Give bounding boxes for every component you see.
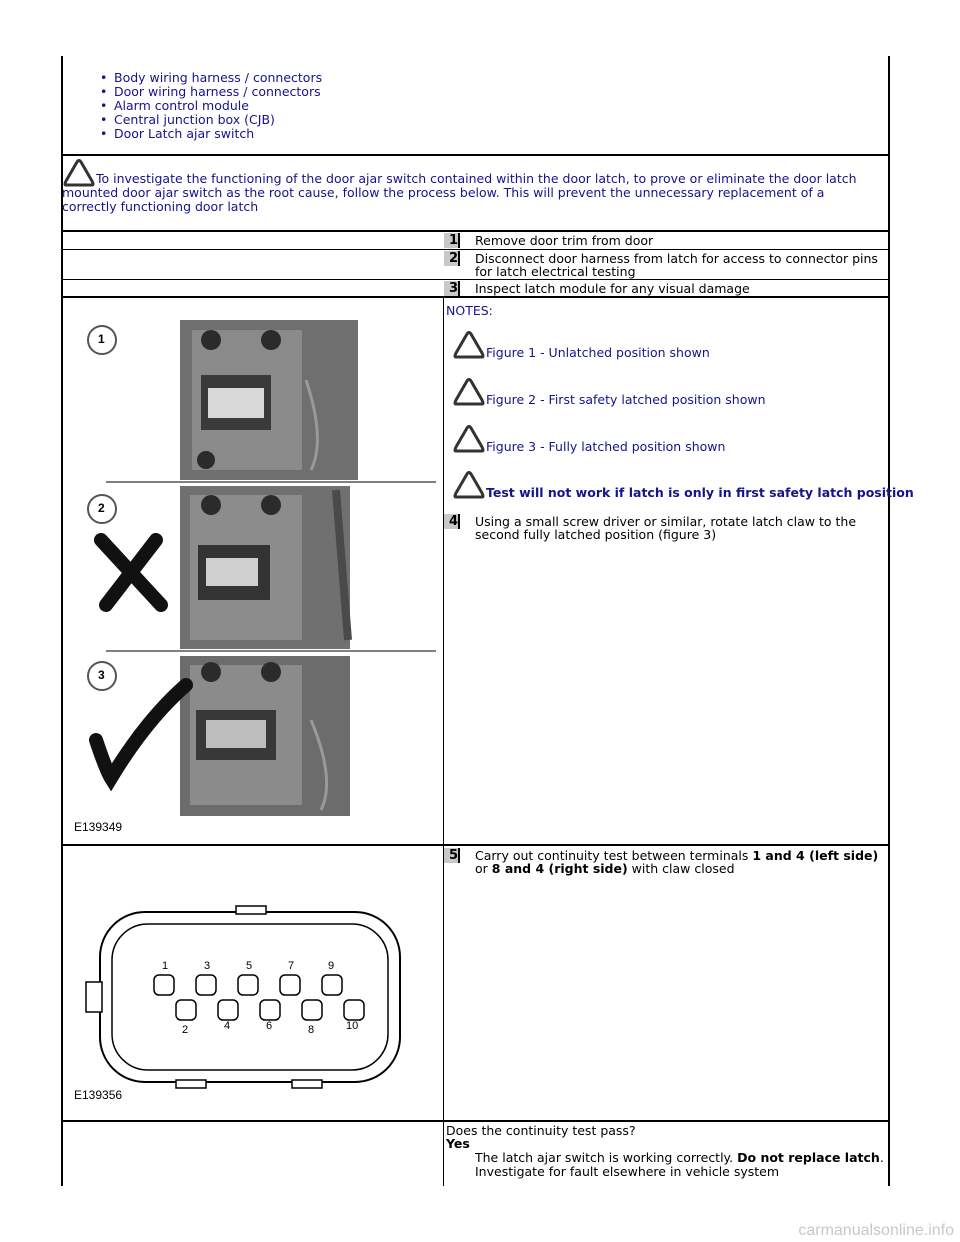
figure-code: E139356 bbox=[74, 1088, 123, 1102]
yes-label: Yes bbox=[446, 1136, 470, 1151]
pin-label: 10 bbox=[346, 1020, 359, 1032]
pin-label: 5 bbox=[246, 960, 253, 972]
step-text: Carry out continuity test between termin… bbox=[475, 848, 879, 876]
pin-label: 6 bbox=[266, 1020, 273, 1032]
pin-label: 8 bbox=[308, 1024, 315, 1036]
step-number: 4 bbox=[444, 514, 460, 529]
table-left-border bbox=[61, 56, 63, 1186]
step-number: 1 bbox=[444, 233, 460, 248]
step-text: Using a small screw driver or similar, r… bbox=[475, 514, 857, 542]
yes-answer: The latch ajar switch is working correct… bbox=[475, 1150, 884, 1165]
continuity-question: Does the continuity test pass? bbox=[446, 1123, 636, 1138]
notes-heading: NOTES: bbox=[446, 303, 493, 318]
step-number: 3 bbox=[444, 281, 460, 296]
step-text: Disconnect door harness from latch for a… bbox=[475, 251, 878, 279]
divider bbox=[61, 844, 890, 846]
column-divider bbox=[443, 296, 444, 1186]
pin-label: 7 bbox=[288, 960, 295, 972]
step-text: Remove door trim from door bbox=[475, 233, 654, 248]
note-warning: Test will not work if latch is only in f… bbox=[452, 470, 914, 500]
note-figure-1: Figure 1 - Unlatched position shown bbox=[452, 330, 710, 360]
warning-icon bbox=[453, 331, 485, 359]
note-figure-2: Figure 2 - First safety latched position… bbox=[452, 377, 766, 407]
note-figure-3: Figure 3 - Fully latched position shown bbox=[452, 424, 725, 454]
figure-label-2: 2 bbox=[98, 501, 105, 515]
divider bbox=[61, 154, 890, 156]
step-number: 5 bbox=[444, 848, 460, 863]
intro-note: To investigate the functioning of the do… bbox=[62, 158, 882, 214]
step-number: 2 bbox=[444, 251, 460, 266]
warning-icon bbox=[453, 471, 485, 499]
divider bbox=[61, 279, 890, 280]
divider bbox=[61, 249, 890, 250]
warning-icon bbox=[453, 378, 485, 406]
step-text: Inspect latch module for any visual dama… bbox=[475, 281, 750, 296]
divider bbox=[61, 230, 890, 232]
list-item: Door wiring harness / connectors bbox=[100, 85, 800, 100]
figure-label-1: 1 bbox=[98, 332, 105, 346]
cause-list: Body wiring harness / connectors Door wi… bbox=[100, 71, 800, 142]
pin-label: 4 bbox=[224, 1020, 231, 1032]
pin-label: 1 bbox=[162, 960, 169, 972]
intro-note-text: To investigate the functioning of the do… bbox=[62, 171, 857, 214]
figure-code: E139349 bbox=[74, 820, 123, 834]
connector-figure: 1 3 5 7 9 2 4 6 8 10 E139356 bbox=[66, 900, 440, 1110]
pin-label: 9 bbox=[328, 960, 335, 972]
warning-icon bbox=[63, 159, 95, 187]
warning-icon bbox=[453, 425, 485, 453]
pin-label: 2 bbox=[182, 1024, 189, 1036]
list-item: Body wiring harness / connectors bbox=[100, 71, 800, 86]
watermark: carmanualsonline.info bbox=[798, 1222, 954, 1239]
pin-label: 3 bbox=[204, 960, 211, 972]
list-item: Alarm control module bbox=[100, 99, 800, 114]
figure-label-3: 3 bbox=[98, 668, 105, 682]
divider bbox=[61, 296, 890, 298]
table-right-border bbox=[888, 56, 890, 1186]
latch-figure: 1 2 3 E139349 bbox=[66, 300, 440, 840]
list-item: Central junction box (CJB) bbox=[100, 113, 800, 128]
divider bbox=[61, 1120, 890, 1122]
yes-answer-2: Investigate for fault elsewhere in vehic… bbox=[475, 1164, 780, 1179]
connector-drawing bbox=[85, 905, 401, 1089]
latch-figure-drawing bbox=[87, 320, 436, 816]
list-item: Door Latch ajar switch bbox=[100, 127, 800, 142]
